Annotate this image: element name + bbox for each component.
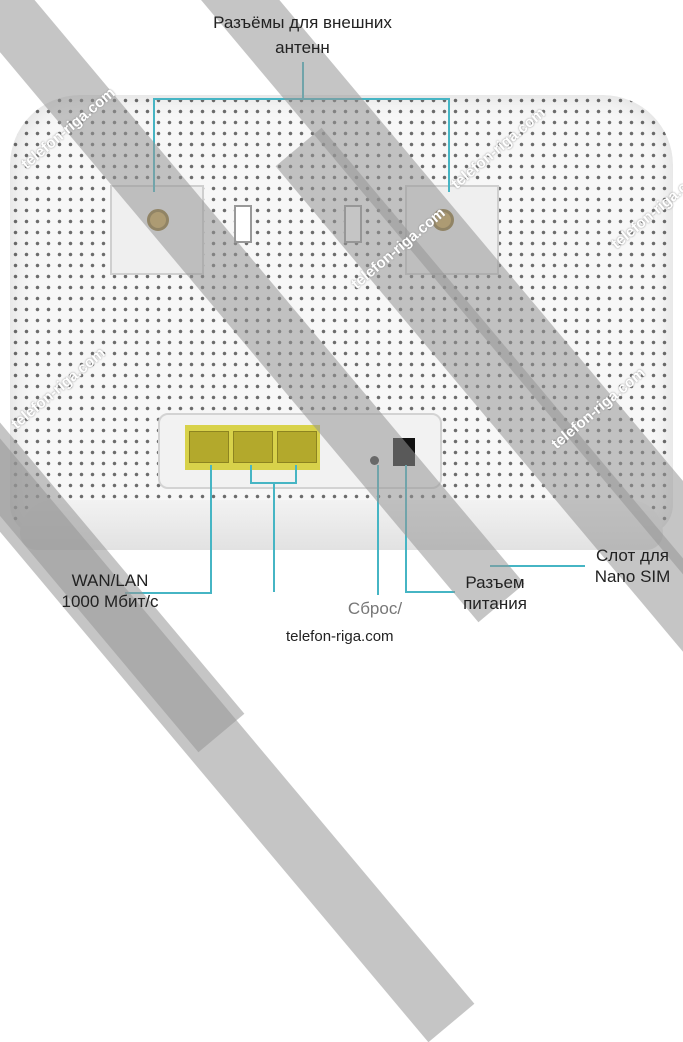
callout-line — [448, 98, 450, 192]
callout-line — [250, 465, 252, 483]
antenna-label-line2: антенн — [275, 38, 330, 57]
sim-label-line1: Слот для — [595, 546, 670, 565]
antenna-label: Разъёмы для внешних антенн — [180, 12, 425, 58]
callout-line — [125, 592, 212, 594]
callout-line — [405, 591, 455, 593]
antenna-label-line1: Разъёмы для внешних — [213, 13, 392, 32]
sim-slot-label: Слот для Nano SIM — [585, 545, 680, 587]
sim-label-line2: Nano SIM — [594, 567, 671, 586]
ethernet-ports — [185, 425, 320, 470]
callout-line — [273, 482, 275, 592]
router-stand — [20, 500, 663, 550]
power-label-line1: Разъем — [465, 573, 525, 592]
callout-line — [377, 465, 379, 595]
power-label-line2: питания — [463, 594, 527, 613]
wan-lan-label-line1: WAN/LAN — [71, 571, 149, 590]
reset-label: Сброс/ — [347, 599, 403, 618]
callout-line — [295, 465, 297, 483]
wan-lan-label-line2: 1000 Мбит/с — [61, 592, 159, 611]
ethernet-port — [277, 431, 317, 463]
ethernet-port — [189, 431, 229, 463]
watermark-footer: telefon-riga.com — [282, 626, 398, 647]
wan-lan-label: WAN/LAN 1000 Мбит/с — [45, 570, 175, 612]
wall-mount-slot — [234, 205, 252, 243]
ethernet-port — [233, 431, 273, 463]
callout-line — [490, 565, 585, 567]
power-label: Разъем питания — [450, 572, 540, 614]
callout-line — [210, 465, 212, 593]
